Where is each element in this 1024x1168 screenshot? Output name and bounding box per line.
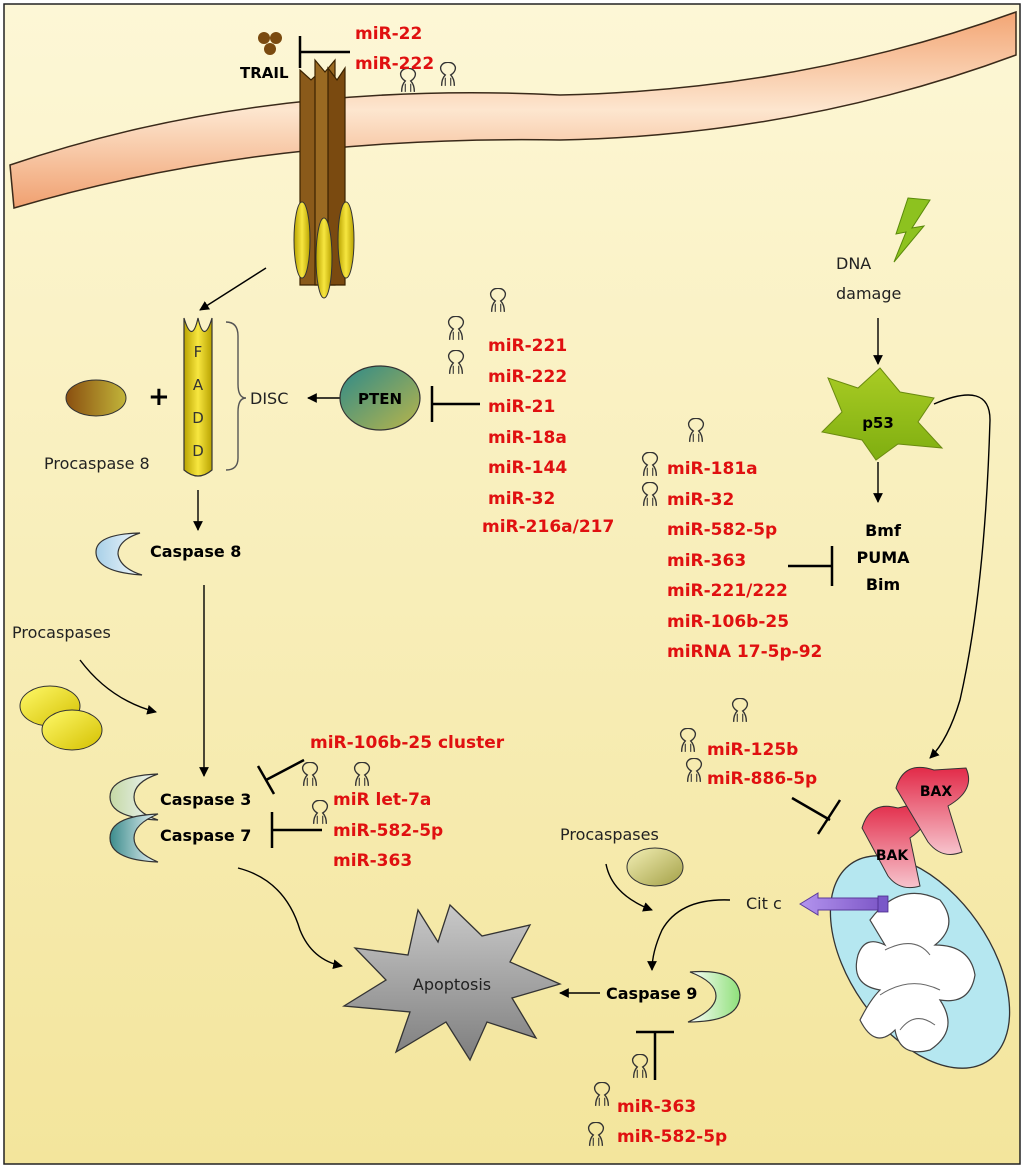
procaspases-mid-label: Procaspases <box>560 825 659 844</box>
bax-mirna-list: miR-125b miR-886-5p <box>707 740 817 798</box>
pten-mirna-list: miR-221 miR-222 miR-21 miR-18a miR-144 m… <box>488 336 567 519</box>
mirna-label: miR let-7a <box>333 790 432 810</box>
p53-to-bax-arrow <box>929 394 991 759</box>
mirna-label: miR-18a <box>488 427 567 448</box>
disc-label: DISC <box>250 389 289 408</box>
procaspase-left-icon-2 <box>41 709 103 751</box>
fadd-letter-d2: D <box>192 442 204 460</box>
mirna-label: miR-22 <box>355 24 423 44</box>
mirna-label: miR-181a <box>667 459 758 479</box>
mirna-label: miR-221/222 <box>667 581 788 601</box>
bim-label: Bim <box>865 575 901 594</box>
p53-label: p53 <box>862 414 894 432</box>
caspase9-mirna-list: miR-363 miR-582-5p <box>617 1097 727 1157</box>
fadd-letter-a: A <box>193 376 204 394</box>
bmf-label: Bmf <box>865 521 901 540</box>
caspase7-label: Caspase 7 <box>160 826 252 845</box>
mirna-label: miR-216a/217 <box>482 517 615 537</box>
bax-inhibition-bar <box>816 799 842 835</box>
citc-to-caspase9-arrow <box>647 899 731 971</box>
receptor-icon <box>293 58 355 299</box>
trail-mirna-list: miR-22 miR-222 <box>355 24 434 84</box>
bh3-target-list: Bmf PUMA Bim <box>856 521 909 602</box>
mirna-label: miR-32 <box>488 488 556 509</box>
fadd-icon <box>183 317 213 477</box>
caspase3-inhibition-bar <box>256 765 276 795</box>
receptor-to-fadd-arrow <box>199 267 267 311</box>
caspase7-to-apoptosis-arrow <box>237 867 343 970</box>
channel-icon <box>877 895 889 913</box>
mirna-label: miR-144 <box>488 458 568 478</box>
disc-brace <box>225 321 247 471</box>
mirna-label: miR-222 <box>355 54 435 74</box>
mirna-label: miR-222 <box>488 366 568 387</box>
mirna-label: miR-106b-25 <box>667 611 790 632</box>
mirna-label: miR-363 <box>617 1097 697 1117</box>
caspase3-icon <box>109 773 159 821</box>
mirna-label: miR-886-5p <box>707 769 818 789</box>
caspase7-icon <box>109 813 159 863</box>
dna-label: DNA <box>836 254 872 273</box>
mirna-label: miR-582-5p <box>667 520 778 540</box>
caspase3-inhibition-line <box>265 758 305 782</box>
procaspases-left-label: Procaspases <box>12 623 111 642</box>
procaspase8-label: Procaspase 8 <box>44 454 150 473</box>
bak-label: BAK <box>876 848 910 864</box>
caspase7-mirna-list: miR let-7a miR-582-5p miR-363 <box>333 790 443 882</box>
mirna-label: miR-363 <box>333 851 413 871</box>
pten-icon <box>339 365 421 431</box>
mirna-label: miR-125b <box>707 740 799 760</box>
mirna-label: miR-221 <box>488 336 568 356</box>
caspase9-label: Caspase 9 <box>606 984 698 1003</box>
plus-sign: + <box>148 382 170 412</box>
mirna-label: miR-32 <box>667 489 735 510</box>
trail-label: TRAIL <box>240 64 289 82</box>
lightning-icon <box>893 197 931 263</box>
caspase9-icon <box>687 970 741 1023</box>
caspase3-label: Caspase 3 <box>160 790 252 809</box>
bh3-mirna-list: miR-181a miR-32 miR-582-5p miR-363 miR-2… <box>667 459 822 673</box>
mirna-label: miR-21 <box>488 397 556 417</box>
damage-label: damage <box>836 284 902 303</box>
caspase8-icon <box>95 532 143 576</box>
bax-icon <box>895 766 970 855</box>
procaspase8-icon <box>65 379 127 417</box>
fadd-letter-f: F <box>194 343 203 361</box>
mirna-label: miR-582-5p <box>617 1127 728 1147</box>
mirna-cluster-label: miR-106b-25 cluster <box>310 733 505 753</box>
apoptosis-label: Apoptosis <box>413 975 491 994</box>
mirna-label: miRNA 17-5p-92 <box>667 642 823 662</box>
procaspases-curved-arrow <box>79 659 157 715</box>
procaspases-mid-arrow <box>605 863 653 912</box>
trail-ligand-icon <box>258 32 282 55</box>
caspase8-label: Caspase 8 <box>150 542 242 561</box>
p53-icon <box>820 367 944 461</box>
fadd-letter-d1: D <box>192 409 204 427</box>
puma-label: PUMA <box>856 548 910 567</box>
cit-c-label: Cit c <box>746 894 782 913</box>
bax-inhibition-line <box>791 796 831 822</box>
pten-label: PTEN <box>358 390 402 408</box>
apoptosis-icon <box>342 903 562 1062</box>
procaspase-mid-icon <box>626 847 684 887</box>
bax-label: BAX <box>920 784 953 800</box>
mirna-label: miR-363 <box>667 550 747 571</box>
mirna-label: miR-582-5p <box>333 820 444 841</box>
